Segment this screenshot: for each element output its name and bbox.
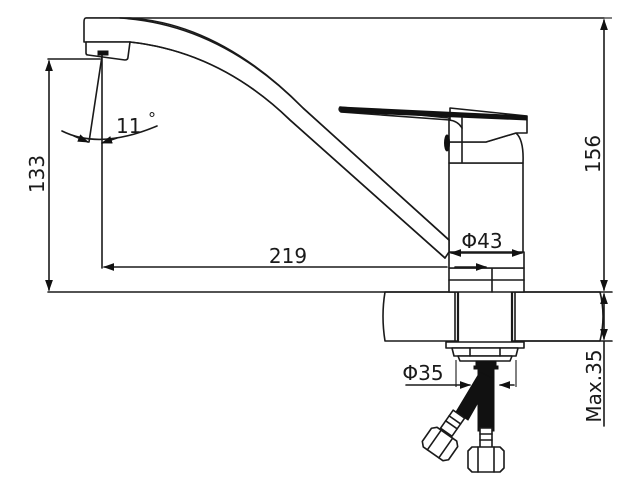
dimension-156: 156 xyxy=(581,17,612,292)
spout xyxy=(83,17,605,259)
shank xyxy=(456,292,514,342)
countertop-section-left xyxy=(382,291,456,342)
dimension-phi35-label: Φ35 xyxy=(402,361,443,385)
faucet-body xyxy=(448,132,525,293)
aerator-outlet-icon xyxy=(97,50,109,56)
dimension-phi43-label: Φ43 xyxy=(461,229,502,253)
dimension-133-label: 133 xyxy=(25,155,49,193)
supply-hoses xyxy=(421,360,505,473)
dimension-133: 133 xyxy=(25,58,101,292)
dimension-219: 219 xyxy=(101,55,448,271)
dimension-max35-label: Max.35 xyxy=(582,349,606,422)
dimension-156-label: 156 xyxy=(581,135,605,173)
hose-nut-hot xyxy=(421,426,459,462)
handle-pivot-icon xyxy=(444,134,450,152)
countertop-section-right xyxy=(514,291,604,342)
dimension-max35: Max.35 xyxy=(582,292,608,427)
hose-nut-cold xyxy=(467,446,505,473)
mounting-nut xyxy=(445,341,525,362)
countertop xyxy=(47,291,613,342)
dimension-219-label: 219 xyxy=(269,244,307,268)
supply-hose-hot xyxy=(455,371,493,421)
dimension-phi35: Φ35 xyxy=(402,360,517,389)
lever-handle xyxy=(338,106,528,163)
dimension-11deg: 11 ° xyxy=(61,55,158,144)
mixer-body xyxy=(448,162,524,253)
dimension-phi43: Φ43 xyxy=(449,229,524,271)
degree-symbol: ° xyxy=(148,109,156,128)
dimension-11deg-label: 11 xyxy=(116,114,141,138)
